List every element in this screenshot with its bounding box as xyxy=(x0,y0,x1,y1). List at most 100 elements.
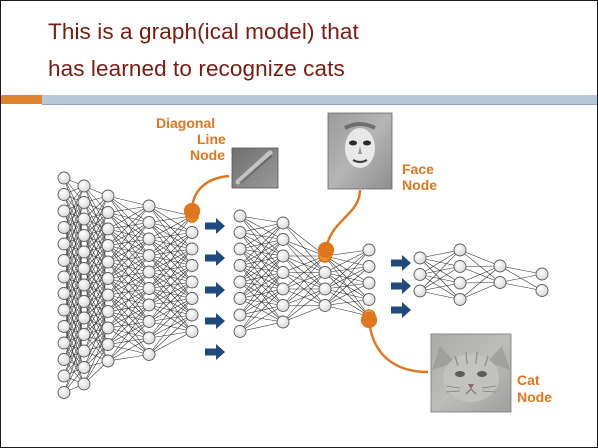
network-node xyxy=(77,328,91,341)
network-edge xyxy=(282,305,326,323)
network-edge xyxy=(148,265,193,306)
slide-title-line-2: has learned to recognize cats xyxy=(48,56,345,81)
network-node xyxy=(77,278,91,292)
network-edge xyxy=(63,235,85,278)
network-edge xyxy=(83,327,109,385)
network-node xyxy=(57,287,71,300)
network-edge xyxy=(63,202,85,261)
network-edge xyxy=(282,272,326,323)
network-edge xyxy=(148,298,193,355)
network-node xyxy=(77,295,91,308)
network-edge xyxy=(239,255,284,316)
cat-callout-arrow xyxy=(360,311,429,374)
network-edge xyxy=(107,222,150,263)
network-edge xyxy=(63,218,85,278)
network-edge xyxy=(148,248,193,289)
network-node xyxy=(453,260,467,273)
network-edge xyxy=(239,222,284,250)
network-edge xyxy=(324,249,370,257)
network-node xyxy=(233,242,247,256)
network-edge xyxy=(83,245,109,302)
network-edge xyxy=(148,248,193,306)
network-edge xyxy=(239,222,284,283)
network-node xyxy=(77,212,91,226)
network-edge xyxy=(63,235,85,294)
network-edge xyxy=(239,239,284,299)
network-edge xyxy=(107,271,150,312)
network-edge xyxy=(83,212,109,269)
network-edge xyxy=(63,218,85,261)
network-node xyxy=(57,188,71,201)
network-node xyxy=(453,243,467,257)
network-node xyxy=(57,353,71,366)
network-edge xyxy=(83,344,109,385)
network-edge xyxy=(63,334,85,393)
network-node xyxy=(276,249,290,263)
network-node xyxy=(57,221,71,234)
network-edge xyxy=(83,245,109,286)
network-edge xyxy=(63,251,85,294)
network-node xyxy=(276,266,290,279)
network-edge xyxy=(459,265,501,284)
network-node xyxy=(77,179,91,193)
network-node xyxy=(535,267,549,281)
network-node xyxy=(101,321,115,335)
network-node xyxy=(185,292,199,305)
highlighted-node xyxy=(185,209,199,223)
face-label-line-1: Face xyxy=(402,161,434,177)
network-node xyxy=(101,338,115,351)
network-node xyxy=(57,303,71,317)
network-edge xyxy=(148,215,193,273)
network-node xyxy=(318,282,332,296)
network-edge xyxy=(63,317,85,360)
cat-label-line-2: Node xyxy=(517,389,552,405)
network-node xyxy=(77,245,91,259)
network-node xyxy=(413,284,427,298)
network-node xyxy=(57,204,71,218)
network-node xyxy=(276,282,290,296)
layer-arrow xyxy=(391,255,411,271)
network-edge xyxy=(282,288,326,323)
cat-label-line-1: Cat xyxy=(517,372,540,388)
layer-arrow xyxy=(205,313,225,329)
network-node xyxy=(276,216,290,230)
network-edge xyxy=(419,282,461,292)
network-edge xyxy=(148,314,193,355)
network-edge xyxy=(499,282,543,291)
face-feature-image xyxy=(327,112,393,190)
face-label-line-2: Node xyxy=(402,177,437,193)
network-edge xyxy=(282,255,326,290)
network-edge xyxy=(63,284,85,327)
network-node xyxy=(535,284,549,297)
diagonal-callout-arrow xyxy=(183,174,230,220)
slide-title-line-1: This is a graph(ical model) that xyxy=(48,19,359,44)
network-edge xyxy=(107,205,150,230)
network-edge xyxy=(63,301,85,344)
network-edge xyxy=(63,317,85,377)
network-node xyxy=(57,237,71,251)
title-divider-shadow xyxy=(42,104,597,105)
network-edge xyxy=(63,251,85,311)
network-edge xyxy=(63,301,85,360)
network-node xyxy=(185,259,199,272)
network-node xyxy=(142,199,156,213)
network-node xyxy=(142,315,156,328)
network-edge xyxy=(107,205,150,263)
network-node xyxy=(318,299,332,312)
network-node xyxy=(57,171,71,185)
network-node xyxy=(101,305,115,318)
diagonal-line-feature-image xyxy=(231,147,279,189)
network-node xyxy=(453,293,467,306)
network-node xyxy=(101,222,115,236)
network-edge xyxy=(459,265,501,267)
network-edge xyxy=(107,222,150,279)
network-edge xyxy=(239,222,284,266)
network-node xyxy=(233,292,247,305)
network-node xyxy=(77,311,91,325)
network-edge xyxy=(499,273,543,283)
network-node xyxy=(101,239,115,252)
network-edge xyxy=(107,205,150,213)
layer-arrow xyxy=(205,250,225,266)
network-edge xyxy=(239,272,284,332)
network-edge xyxy=(107,304,150,362)
